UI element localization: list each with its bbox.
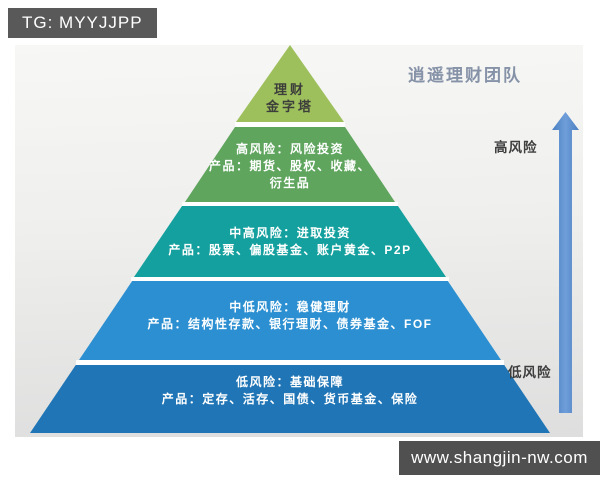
level-products: 产品：结构性存款、银行理财、债券基金、FOF (147, 317, 433, 331)
level-title: 低风险：基础保障 (235, 375, 344, 389)
level-divider (182, 202, 398, 206)
axis-high-risk-label: 高风险 (494, 140, 538, 155)
level-divider (131, 277, 449, 281)
level-products: 产品：股票、偏股基金、账户黄金、P2P (168, 243, 412, 257)
level-products: 产品：期货、股权、收藏、 (208, 159, 371, 173)
pyramid-level-mid-high-risk (134, 206, 446, 277)
high-risk-label: 高风险：风险投资 产品：期货、股权、收藏、 衍生品 (30, 141, 550, 192)
team-title: 逍遥理财团队 (408, 66, 522, 85)
apex-line: 理财 (273, 82, 306, 97)
level-products: 产品：定存、活存、国债、货币基金、保险 (161, 392, 419, 406)
level-title: 中高风险：进取投资 (229, 226, 351, 240)
pyramid-level-mid-low-risk (79, 281, 501, 360)
mid-high-risk-label: 中高风险：进取投资 产品：股票、偏股基金、账户黄金、P2P (30, 225, 550, 259)
level-products: 衍生品 (269, 176, 311, 190)
watermark-url: www.shangjin-nw.com (399, 441, 600, 475)
level-title: 中低风险：稳健理财 (229, 300, 351, 314)
level-divider (76, 360, 504, 365)
mid-low-risk-label: 中低风险：稳健理财 产品：结构性存款、银行理财、债券基金、FOF (30, 299, 550, 333)
level-divider (235, 122, 345, 127)
apex-label: 理财 金字塔 (30, 81, 550, 115)
apex-line: 金字塔 (265, 99, 314, 114)
low-risk-label: 低风险：基础保障 产品：定存、活存、国债、货币基金、保险 (30, 374, 550, 408)
pyramid-level-low-risk (30, 365, 550, 433)
level-title: 高风险：风险投资 (235, 142, 344, 156)
tg-badge: TG: MYYJJPP (8, 8, 157, 38)
axis-low-risk-label: 低风险 (508, 365, 552, 380)
